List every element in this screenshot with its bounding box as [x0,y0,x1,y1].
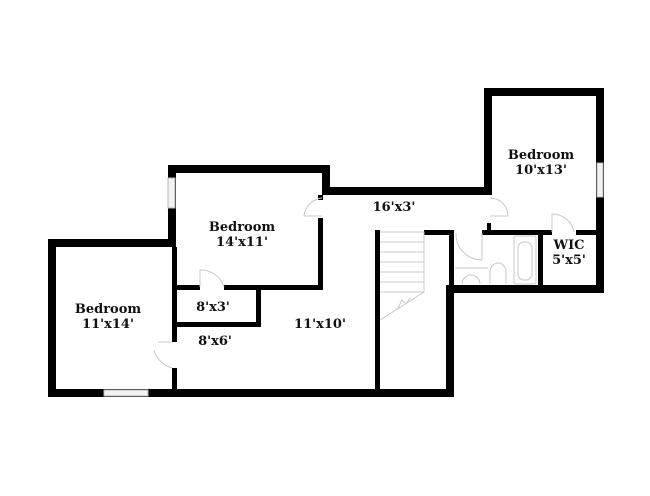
window-middle-bedroom [167,177,176,209]
door-closet-8x3 [199,269,225,288]
bath-fixtures [455,235,537,285]
room-size: 14'x11' [216,235,268,250]
staircase [379,231,425,321]
door-left-bedroom [153,341,173,369]
room-label-bedroom-3: Bedroom 10'x13' [508,148,574,178]
room-name: Bedroom [208,220,276,235]
room-size: 8'x3' [196,300,230,315]
room-label-closet-1: 8'x3' [196,300,230,315]
window-left-bedroom [103,389,149,397]
room-label-closet-2: 8'x6' [198,334,232,349]
windows [103,162,604,397]
room-size: 11'x10' [294,317,346,332]
window-right-bedroom [596,162,604,198]
bathtub [513,235,537,285]
room-name: Bedroom [507,148,575,163]
door-middle-bedroom [303,197,323,217]
toilet [489,262,507,284]
room-size: 16'x3' [372,200,416,215]
sink [461,274,481,285]
room-size: 5'x5' [552,253,586,268]
door-hall-right [489,197,509,217]
room-label-hallway: 16'x3' [373,200,416,215]
room-label-bedroom-1: Bedroom 11'x14' [75,302,141,332]
room-label-wic: WIC 5'x5' [552,238,586,268]
room-size: 10'x13' [515,163,567,178]
room-label-bedroom-2: Bedroom 14'x11' [209,220,275,250]
door-bath [455,232,483,261]
interior-walls [172,195,600,392]
room-label-open-area: 11'x10' [294,317,346,332]
room-name: WIC [553,238,585,253]
room-name: Bedroom [74,302,142,317]
room-size: 8'x6' [198,334,232,349]
door-wic [551,213,575,233]
door-swings [153,197,575,369]
room-size: 11'x14' [82,317,134,332]
